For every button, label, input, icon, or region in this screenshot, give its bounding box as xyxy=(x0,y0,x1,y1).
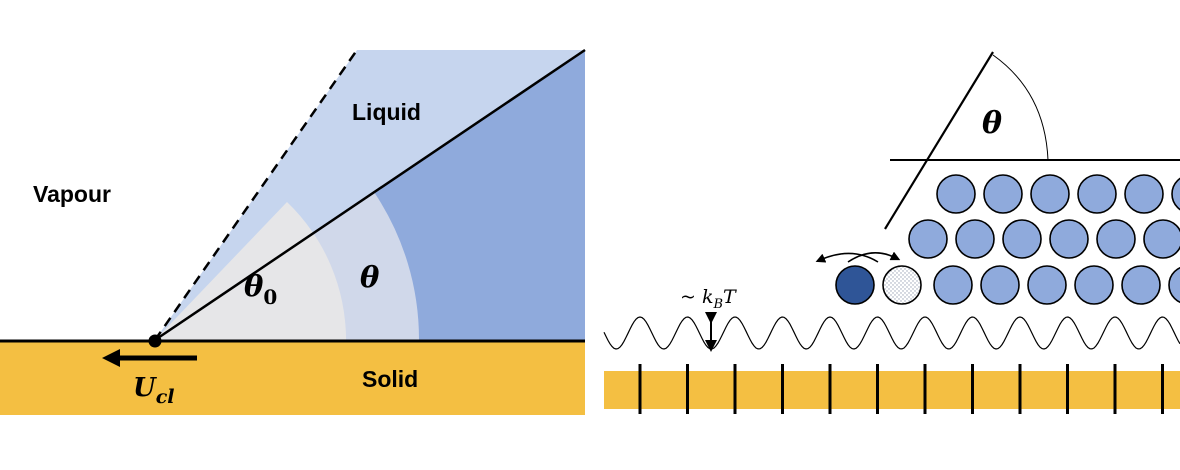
static-interface-dashed xyxy=(153,49,359,341)
solid-substrate xyxy=(0,340,585,415)
liquid-molecule xyxy=(908,219,948,259)
energy-landscape-wave xyxy=(603,316,1180,350)
liquid-molecule xyxy=(1124,174,1164,214)
theta0-subscript: 0 xyxy=(263,285,277,309)
liquid-molecule xyxy=(1027,265,1067,305)
velocity-subscript: cl xyxy=(156,386,175,408)
velocity-arrow-head xyxy=(102,349,120,367)
hopping-molecule xyxy=(835,265,875,305)
velocity-symbol: U xyxy=(133,373,157,403)
liquid-molecule xyxy=(936,174,976,214)
liquid-molecule xyxy=(1030,174,1070,214)
contact-line-point xyxy=(148,334,162,348)
liquid-molecule xyxy=(1096,219,1136,259)
dynamic-interface xyxy=(154,48,586,342)
thermal-suffix: T xyxy=(723,286,737,308)
theta0-symbol: θ xyxy=(244,269,264,303)
liquid-molecule xyxy=(980,265,1020,305)
theta0-arc-overlap xyxy=(155,234,346,340)
liquid-molecule xyxy=(1171,177,1180,211)
hop-arrow-left xyxy=(815,252,879,263)
liquid-molecule xyxy=(1049,219,1089,259)
liquid-molecule xyxy=(1077,174,1117,214)
liquid-molecule xyxy=(1002,219,1042,259)
liquid-molecule xyxy=(1168,266,1180,304)
solid-label: Solid xyxy=(362,366,418,392)
hop-arrow-right xyxy=(847,251,901,263)
substrate-bar xyxy=(604,371,1180,409)
liquid-molecule xyxy=(1074,265,1114,305)
right-panel: ~ kBT θ xyxy=(603,51,1180,414)
liquid-molecule xyxy=(1143,219,1180,259)
left-panel: Vapour Liquid Solid θ0 θ Ucl xyxy=(0,48,586,415)
liquid-molecule xyxy=(1121,265,1161,305)
contact-angle-arc xyxy=(992,54,1049,161)
thermal-prefix: ~ k xyxy=(680,286,713,308)
liquid-label: Liquid xyxy=(352,99,421,125)
theta-label-left: θ xyxy=(360,260,380,294)
interface-slope-line xyxy=(884,51,994,230)
vapour-label: Vapour xyxy=(33,181,111,207)
molecule-lattice xyxy=(908,174,1180,305)
liquid-molecule xyxy=(933,265,973,305)
velocity-label: Ucl xyxy=(133,373,174,408)
liquid-molecule xyxy=(955,219,995,259)
theta-label-right: θ xyxy=(982,106,1002,141)
vacancy-site xyxy=(882,265,922,305)
theta0-label: θ0 xyxy=(244,269,277,309)
substrate-ticks xyxy=(638,364,1164,414)
thermal-subscript: B xyxy=(712,297,723,312)
liquid-molecule xyxy=(983,174,1023,214)
thermal-energy-label: ~ kBT xyxy=(680,286,737,312)
